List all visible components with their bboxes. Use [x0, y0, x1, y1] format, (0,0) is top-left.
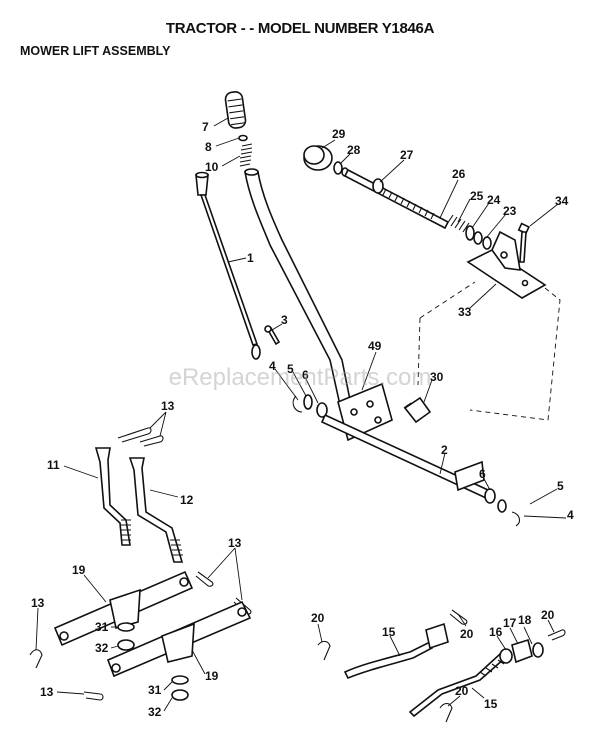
callout-5-left: 5 — [287, 362, 294, 376]
spring-clip — [403, 396, 432, 424]
lift-link-left — [94, 447, 131, 546]
callout-19-upper: 19 — [72, 563, 86, 577]
callout-25: 25 — [470, 189, 484, 203]
callout-29: 29 — [332, 127, 346, 141]
hairpin-clips-deck — [317, 609, 566, 723]
callout-17: 17 — [503, 616, 517, 630]
hairpin-clip-bottom — [83, 691, 104, 701]
callout-19-lower: 19 — [205, 669, 219, 683]
section-title: MOWER LIFT ASSEMBLY — [20, 44, 171, 58]
callout-18: 18 — [518, 613, 532, 627]
callout-28: 28 — [347, 143, 361, 157]
callout-5-right: 5 — [557, 479, 564, 493]
knob-spring — [239, 143, 253, 167]
lift-rod — [195, 171, 261, 360]
callout-20-a: 20 — [311, 611, 325, 625]
callout-10: 10 — [205, 160, 219, 174]
callout-8: 8 — [205, 140, 212, 154]
lift-arm-lower — [106, 600, 252, 678]
callout-20-b: 20 — [460, 627, 474, 641]
callout-34: 34 — [555, 194, 569, 208]
handle-grip — [224, 91, 247, 129]
callout-11: 11 — [47, 458, 60, 472]
callout-13-bottom: 13 — [40, 685, 54, 699]
lift-link-right — [128, 457, 184, 563]
callout-32-lower: 32 — [148, 705, 162, 719]
callout-13-mid: 13 — [228, 536, 242, 550]
adjustment-washers — [465, 225, 492, 250]
callout-20-c: 20 — [541, 608, 555, 622]
callout-49: 49 — [368, 339, 382, 353]
callout-26: 26 — [452, 167, 466, 181]
shaft-left-hardware — [292, 394, 328, 418]
callout-30: 30 — [430, 370, 444, 384]
callout-24: 24 — [487, 193, 501, 207]
callout-16: 16 — [489, 625, 503, 639]
callout-32-upper: 32 — [95, 641, 109, 655]
support-bracket — [466, 230, 547, 299]
hairpin-clip-left — [29, 649, 43, 669]
callout-2: 2 — [441, 443, 448, 457]
callout-3: 3 — [281, 313, 288, 327]
deck-rod-hardware — [499, 638, 544, 664]
callout-15-upper: 15 — [382, 625, 396, 639]
arm-washer-nut-upper — [117, 622, 135, 651]
callout-15-lower: 15 — [484, 697, 498, 711]
adjustment-knob — [303, 145, 333, 171]
threaded-adjustment-rod — [343, 168, 450, 230]
callout-4-right: 4 — [567, 508, 574, 522]
callout-13-top: 13 — [161, 399, 175, 413]
lift-arm-upper — [53, 570, 194, 647]
watermark: eReplacementParts.com — [168, 364, 432, 391]
callout-1: 1 — [247, 251, 254, 265]
callout-6-right: 6 — [479, 467, 486, 481]
callout-33: 33 — [458, 305, 472, 319]
leader-lines — [35, 117, 567, 712]
adjustment-spring — [446, 214, 470, 233]
callout-31-lower: 31 — [148, 683, 162, 697]
washer — [238, 134, 248, 142]
callout-13-left: 13 — [31, 596, 45, 610]
lift-cross-shaft — [320, 413, 489, 500]
arm-washer-nut-lower — [171, 675, 189, 701]
assembly-guide-lines — [417, 281, 561, 421]
page-title: TRACTOR - - MODEL NUMBER Y1846A — [165, 20, 435, 37]
callout-31-upper: 31 — [95, 620, 109, 634]
callout-numbers: 7 8 10 1 3 29 28 27 26 25 24 23 34 33 49… — [31, 120, 574, 719]
hairpin-clip-top — [117, 427, 164, 447]
callout-7: 7 — [202, 120, 209, 134]
callout-4-left: 4 — [269, 359, 276, 373]
deck-rod-upper — [343, 622, 449, 680]
callout-6-left: 6 — [302, 368, 309, 382]
bracket-bolt — [517, 222, 530, 263]
callout-23: 23 — [503, 204, 517, 218]
clevis-pin — [264, 325, 281, 346]
callout-27: 27 — [400, 148, 414, 162]
shaft-right-hardware — [484, 488, 521, 527]
callout-12: 12 — [180, 493, 194, 507]
callout-20-d: 20 — [455, 684, 469, 698]
